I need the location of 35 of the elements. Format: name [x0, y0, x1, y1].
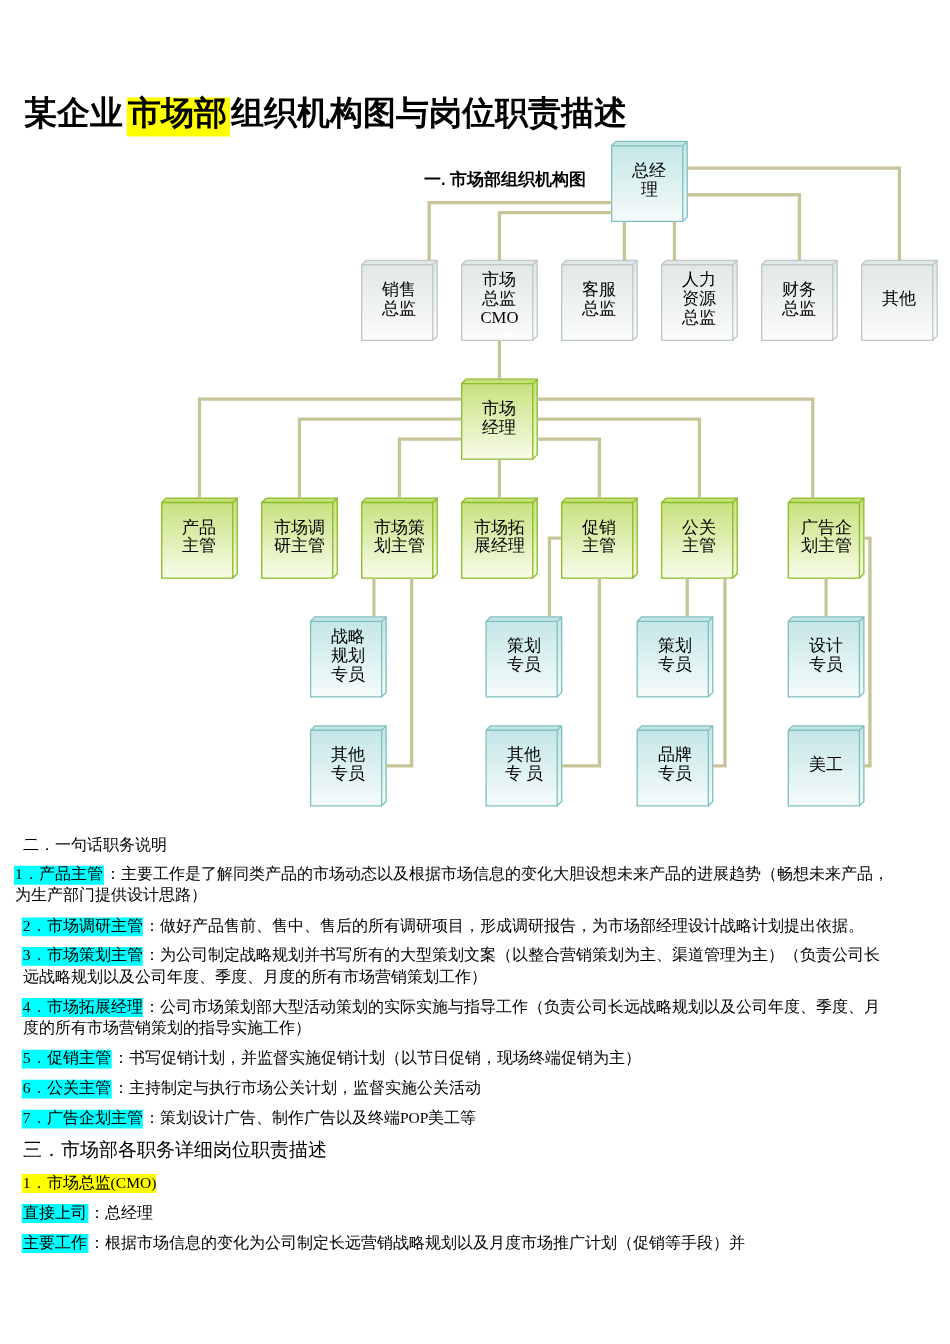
label: 7．广告企划主管：策划设计广告、制作广告以及终端POP美工等	[22, 1108, 477, 1126]
diagram-title: 某企业市场部组织机构图与岗位职责描述	[24, 93, 628, 131]
connector	[497, 210, 612, 260]
connector	[197, 397, 462, 498]
connector	[687, 165, 902, 260]
connector	[824, 577, 828, 617]
connector	[685, 577, 689, 617]
label: 2．市场调研主管：做好产品售前、售中、售后的所有调研项目，形成调研报告，为市场部经理设计战略计划提出依据。	[22, 916, 864, 934]
connector	[547, 535, 562, 617]
connector	[672, 221, 677, 260]
connector	[372, 577, 376, 617]
connector	[537, 397, 815, 498]
connector	[497, 340, 502, 379]
connector	[297, 417, 462, 498]
label: 二．一句话职务说明	[22, 835, 167, 853]
label: 1．产品主管：主要工作是了解同类产品的市场动态以及根据市场信息的变化大胆设想未来产品的进展趋势（畅想未来产品，为生产部门提供设计思路）	[15, 864, 890, 903]
label: 3．市场策划主管：为公司制定战略规划并书写所有的大型策划文案（以整合营销策划为主、渠道管理为主）（负责公司长远战略规划以及公司年度、季度、月度的所有市场营销策划工作）	[22, 945, 880, 985]
connector	[497, 458, 502, 498]
label: 6．公关主管：主持制定与执行市场公关计划，监督实施公关活动	[22, 1078, 481, 1096]
connector	[622, 221, 627, 260]
connector	[427, 200, 612, 260]
label: 1．市场总监(CMO)	[22, 1173, 157, 1191]
label: 三．市场部各职务详细岗位职责描述	[22, 1138, 327, 1160]
connector	[537, 417, 702, 498]
connector	[562, 577, 602, 767]
label: 一. 市场部组织机构图	[423, 169, 587, 189]
label: 5．促销主管：书写促销计划，并监督实施促销计划（以节日促销，现场终端促销为主）	[22, 1048, 641, 1066]
connector	[537, 437, 602, 498]
label: 主要工作：根据市场信息的变化为公司制定长远营销战略规划以及月度市场推广计划（促销等手段）并	[22, 1233, 746, 1251]
connector	[712, 577, 727, 767]
label: 直接上司：总经理	[22, 1203, 154, 1221]
connector	[687, 192, 802, 260]
connector	[397, 437, 462, 498]
label: 4．市场拓展经理：公司市场策划部大型活动策划的实际实施与指导工作（负责公司长远战略规划以及公司年度、季度、月度的所有市场营销策划的指导实施工作）	[22, 997, 880, 1036]
connector	[863, 535, 872, 767]
